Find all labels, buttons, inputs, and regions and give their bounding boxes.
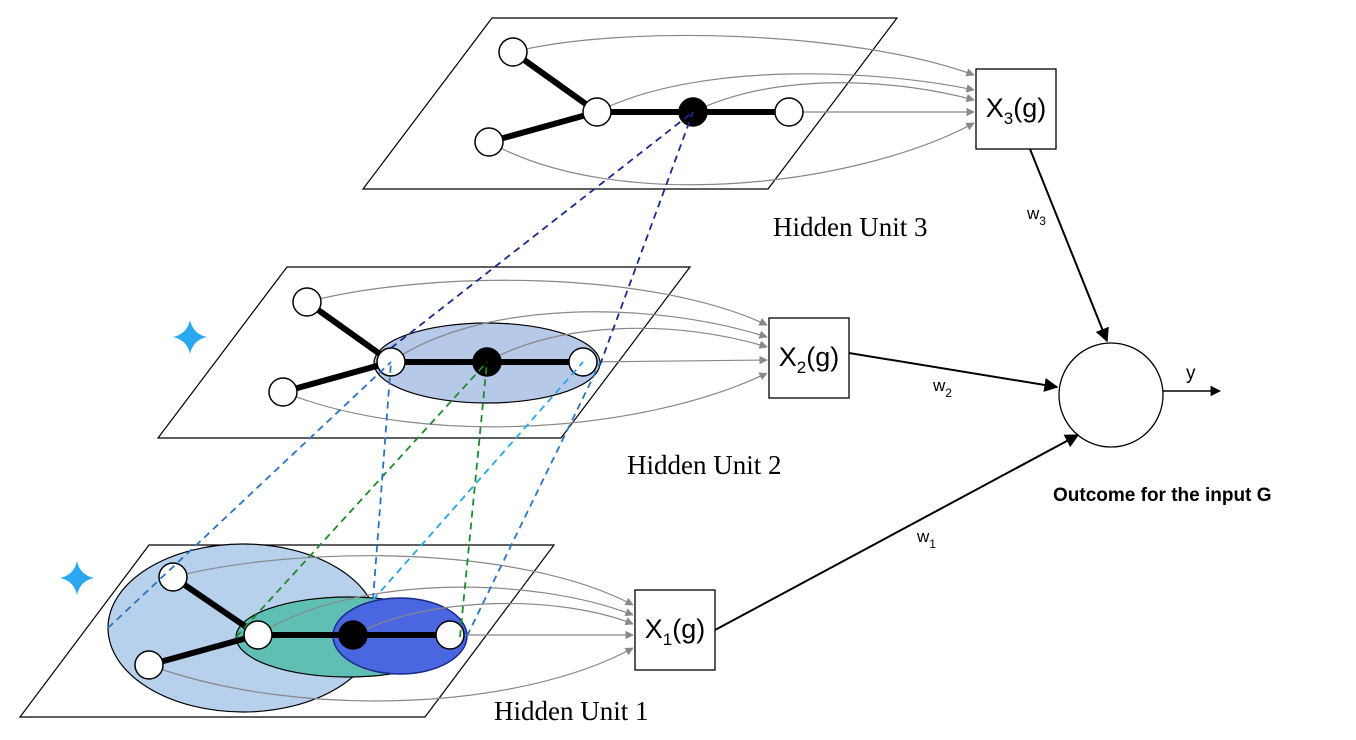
box-x3: X3(g) (975, 68, 1057, 150)
hidden-unit-3-label: Hidden Unit 3 (773, 212, 928, 242)
output-node (1058, 342, 1164, 448)
sparkle-icon (173, 320, 207, 354)
label-w1: w1 (916, 527, 936, 551)
unit-3-arrows (488, 34, 975, 186)
label-w3: w3 (1026, 204, 1046, 228)
dash-green-2 (459, 361, 488, 638)
dash-navy-1 (390, 111, 694, 349)
label-y: y (1186, 363, 1196, 384)
dash-cyan-1 (372, 361, 584, 601)
hidden-unit-3-plane (361, 17, 975, 190)
svg-text:X3(g): X3(g) (986, 93, 1046, 128)
correspondence-lines (107, 111, 694, 638)
unit-2-arrows (282, 279, 768, 428)
hidden-unit-2-plane (156, 266, 768, 439)
arrow-w3 (1029, 148, 1109, 343)
hidden-unit-1-plane (18, 543, 634, 718)
box-x2: X2(g) (768, 317, 850, 399)
sparkle-icon (60, 561, 94, 595)
unit-1-graph (134, 562, 465, 680)
unit-3-graph (474, 37, 804, 157)
dash-blue-2 (372, 361, 392, 601)
arrow-w2 (848, 352, 1059, 392)
box-x1: X1(g) (634, 589, 716, 671)
output-caption: Outcome for the input G (1053, 485, 1272, 506)
dash-green-1 (235, 361, 488, 638)
plane-3 (361, 17, 899, 190)
arrow-w1 (714, 434, 1080, 631)
weight-arrows (714, 148, 1222, 631)
svg-text:X2(g): X2(g) (779, 342, 839, 377)
unit-1-arrows (148, 555, 634, 702)
svg-text:X1(g): X1(g) (645, 614, 705, 649)
label-w2: w2 (932, 376, 952, 400)
hidden-unit-2-label: Hidden Unit 2 (627, 450, 782, 480)
dash-blue-1 (107, 361, 392, 629)
hidden-unit-1-label: Hidden Unit 1 (494, 696, 649, 726)
dash-navy-2 (599, 111, 694, 366)
dash-blue-3 (466, 362, 601, 637)
